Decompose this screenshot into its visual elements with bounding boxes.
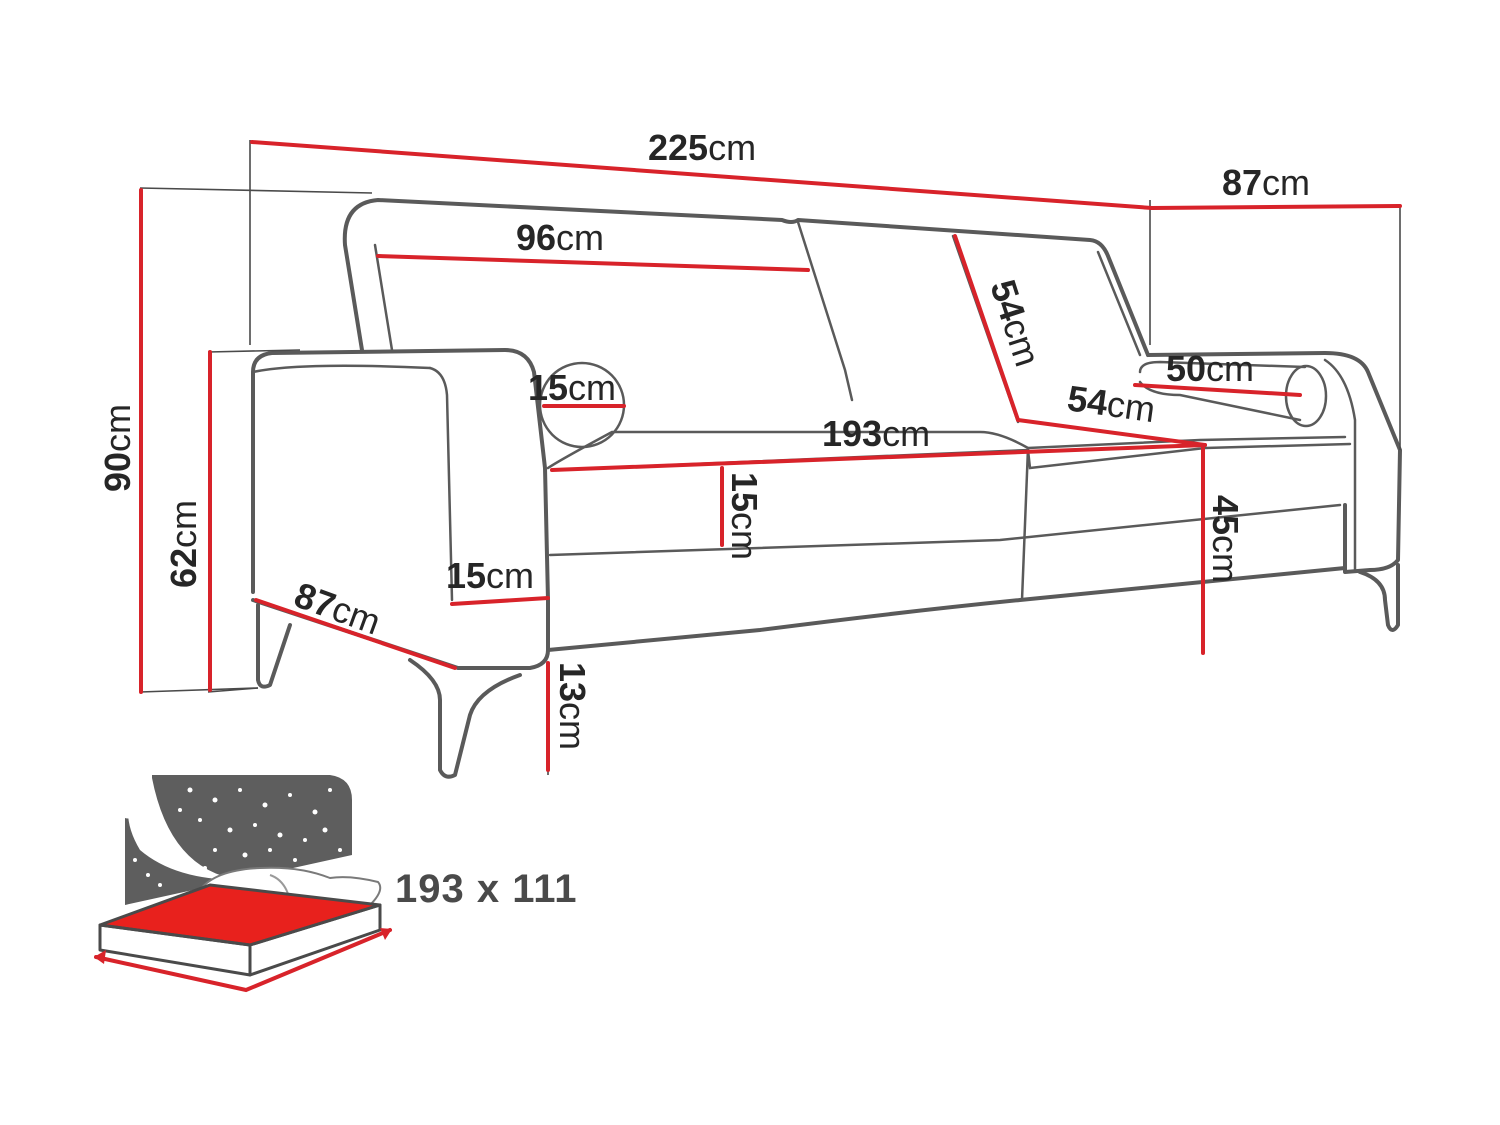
- label-armrest-height: 62cm: [163, 500, 204, 588]
- dimension-labels: 225cm 87cm 90cm 62cm 96cm 54cm 15cm 193c…: [97, 127, 1310, 750]
- extension-lines: [139, 140, 1401, 775]
- dim-line-225: [250, 140, 1154, 210]
- label-backrest-width: 96cm: [516, 217, 604, 258]
- label-seat-width: 193cm: [822, 413, 930, 454]
- night-sky-panel: [125, 775, 352, 905]
- dim-line-87-top: [1150, 204, 1402, 210]
- label-leg-height: 13cm: [552, 662, 593, 750]
- dim-line-87-side: [254, 598, 457, 670]
- label-seat-depth: 54cm: [1065, 377, 1158, 430]
- label-roll-diameter: 15cm: [528, 367, 616, 408]
- label-armrest-width: 15cm: [446, 555, 534, 596]
- dim-line-193: [550, 443, 1207, 472]
- label-backrest-height: 54cm: [982, 275, 1048, 371]
- dim-line-54-back: [953, 234, 1020, 422]
- label-side-depth: 87cm: [289, 574, 386, 643]
- sleeping-area-icon: 193 x 111: [94, 775, 578, 993]
- label-seat-thickness: 15cm: [724, 472, 765, 560]
- stars: [133, 787, 342, 887]
- sofa-outline: [251, 198, 1402, 779]
- dim-line-54-seat: [1016, 418, 1207, 447]
- label-total-height: 90cm: [97, 404, 138, 492]
- label-roll-length: 50cm: [1166, 348, 1254, 389]
- sleeping-area-label: 193 x 111: [395, 867, 578, 911]
- label-seat-height: 45cm: [1205, 495, 1246, 583]
- dim-line-50: [1133, 383, 1302, 397]
- dim-line-15-arm: [450, 596, 550, 606]
- label-total-width: 225cm: [648, 127, 756, 168]
- dim-line-96: [376, 254, 810, 272]
- label-total-depth: 87cm: [1222, 162, 1310, 203]
- dimension-lines: [139, 140, 1402, 772]
